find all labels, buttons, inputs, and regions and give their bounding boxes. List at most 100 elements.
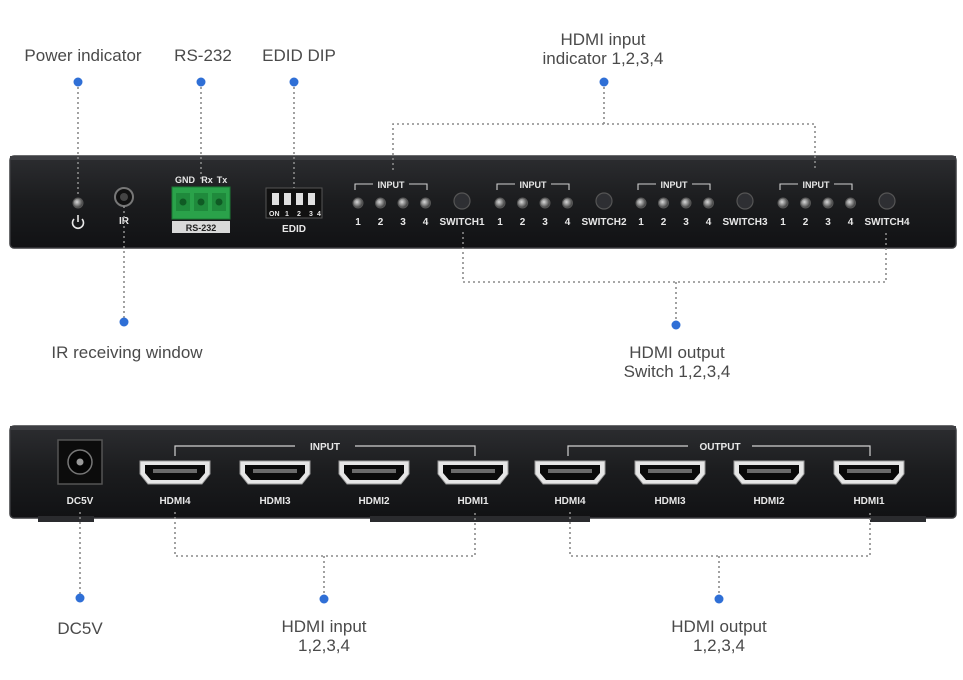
- hdmi-input-port[interactable]: HDMI3: [239, 460, 311, 507]
- switch-label: SWITCH2: [582, 217, 627, 228]
- rs232-pin-gnd: GND: [175, 175, 196, 185]
- edid-on-mark: ON: [269, 211, 280, 218]
- callout-hdmi-input-indicator-line2: indicator 1,2,3,4: [543, 49, 664, 68]
- hdmi-port-label: HDMI1: [457, 496, 489, 507]
- hdmi-port-label: HDMI4: [159, 496, 191, 507]
- rear-input-label: INPUT: [310, 442, 340, 453]
- edid-sw-4: 4: [317, 211, 321, 218]
- callout-edid-dip: EDID DIP: [262, 46, 336, 65]
- input-led-4: [562, 197, 573, 209]
- hdmi-port-label: HDMI2: [358, 496, 390, 507]
- callout-hdmi-input-line2: 1,2,3,4: [298, 636, 350, 655]
- switch-button-1[interactable]: [453, 192, 471, 210]
- input-led-number: 1: [780, 217, 786, 228]
- input-led-2: [658, 197, 669, 209]
- input-led-number: 3: [542, 217, 548, 228]
- dc5v-panel-label: DC5V: [67, 496, 94, 507]
- hdmi-input-port[interactable]: HDMI2: [338, 460, 410, 507]
- callout-hdmi-input-line1: HDMI input: [281, 617, 366, 636]
- input-led-4: [845, 197, 856, 209]
- hdmi-output-port[interactable]: HDMI2: [733, 460, 805, 507]
- callout-labels: Power indicator RS-232 EDID DIP HDMI inp…: [24, 30, 767, 655]
- input-led-4: [703, 197, 714, 209]
- input-led-2: [800, 197, 811, 209]
- input-led-number: 4: [423, 217, 429, 228]
- input-led-number: 4: [848, 217, 854, 228]
- edid-sw-3: 3: [309, 211, 313, 218]
- callout-dots: [73, 77, 724, 604]
- switch-label: SWITCH1: [440, 217, 485, 228]
- hdmi-input-port[interactable]: HDMI1: [437, 460, 509, 507]
- input-led-3: [539, 197, 551, 209]
- hdmi-output-port[interactable]: HDMI1: [833, 460, 905, 507]
- input-led-number: 1: [638, 217, 644, 228]
- switch-label: SWITCH3: [723, 217, 768, 228]
- input-led-number: 3: [825, 217, 831, 228]
- rs232-panel-label: RS-232: [186, 223, 217, 233]
- input-led-number: 1: [355, 217, 361, 228]
- input-led-2: [517, 197, 528, 209]
- output-group-bracket: OUTPUT: [567, 442, 871, 456]
- input-group-header: INPUT: [661, 180, 689, 190]
- front-panel: IR GND Rx Tx RS-232 ON 1 2 3: [9, 155, 957, 249]
- callout-hdmi-output-switch-line2: Switch 1,2,3,4: [624, 362, 731, 381]
- callout-hdmi-output-line2: 1,2,3,4: [693, 636, 745, 655]
- rs232-terminal: GND Rx Tx RS-232: [171, 175, 231, 233]
- hdmi-port-label: HDMI3: [654, 496, 686, 507]
- edid-sw-2: 2: [297, 211, 301, 218]
- input-led-1: [635, 197, 647, 209]
- rs232-pin-tx: Tx: [217, 175, 228, 185]
- input-led-1: [777, 197, 789, 209]
- power-indicator: [71, 197, 85, 230]
- switch-button-2[interactable]: [595, 192, 613, 210]
- input-led-number: 4: [565, 217, 571, 228]
- input-led-4: [420, 197, 431, 209]
- switch-button-4[interactable]: [878, 192, 896, 210]
- input-led-number: 3: [683, 217, 689, 228]
- input-led-number: 2: [661, 217, 667, 228]
- input-group-header: INPUT: [520, 180, 548, 190]
- edid-dip-switch: ON 1 2 3 4 EDID: [265, 187, 323, 235]
- callout-dc5v: DC5V: [57, 619, 103, 638]
- input-led-3: [680, 197, 692, 209]
- input-led-number: 3: [400, 217, 406, 228]
- rear-output-label: OUTPUT: [699, 442, 740, 453]
- hdmi-port-label: HDMI2: [753, 496, 785, 507]
- input-led-number: 1: [497, 217, 503, 228]
- hdmi-output-port[interactable]: HDMI3: [634, 460, 706, 507]
- input-led-3: [397, 197, 409, 209]
- switch-button-3[interactable]: [736, 192, 754, 210]
- input-led-3: [822, 197, 834, 209]
- hdmi-output-port[interactable]: HDMI4: [534, 460, 606, 507]
- input-led-1: [352, 197, 364, 209]
- dc-power-jack: DC5V: [57, 439, 103, 507]
- hdmi-port-label: HDMI3: [259, 496, 291, 507]
- input-led-number: 2: [520, 217, 526, 228]
- edid-label: EDID: [282, 224, 306, 235]
- rs232-pin-rx: Rx: [201, 175, 213, 185]
- callout-rs232: RS-232: [174, 46, 232, 65]
- input-led-2: [375, 197, 386, 209]
- input-group-header: INPUT: [378, 180, 406, 190]
- callout-lines: [77, 82, 887, 597]
- input-group-bracket: INPUT: [174, 442, 476, 456]
- hdmi-port-label: HDMI4: [554, 496, 586, 507]
- hdmi-input-port[interactable]: HDMI4: [139, 460, 211, 507]
- input-group-1: INPUT 1 2 3 4 SWITCH1: [352, 180, 485, 228]
- input-led-1: [494, 197, 506, 209]
- input-group-2: INPUT 1 2 3 4 SWITCH2: [494, 180, 627, 228]
- callout-ir-window: IR receiving window: [51, 343, 203, 362]
- input-led-number: 2: [378, 217, 384, 228]
- power-icon: [71, 215, 85, 230]
- input-indicator-groups: INPUT 1 2 3 4 SWITCH1 INPUT 1 2 3 4 SWITCH2 INPUT 1 2 3…: [352, 180, 910, 228]
- callout-hdmi-input-indicator-line1: HDMI input: [560, 30, 645, 49]
- callout-hdmi-output-line1: HDMI output: [671, 617, 767, 636]
- input-group-header: INPUT: [803, 180, 831, 190]
- callout-power-indicator: Power indicator: [24, 46, 142, 65]
- callout-hdmi-output-switch-line1: HDMI output: [629, 343, 725, 362]
